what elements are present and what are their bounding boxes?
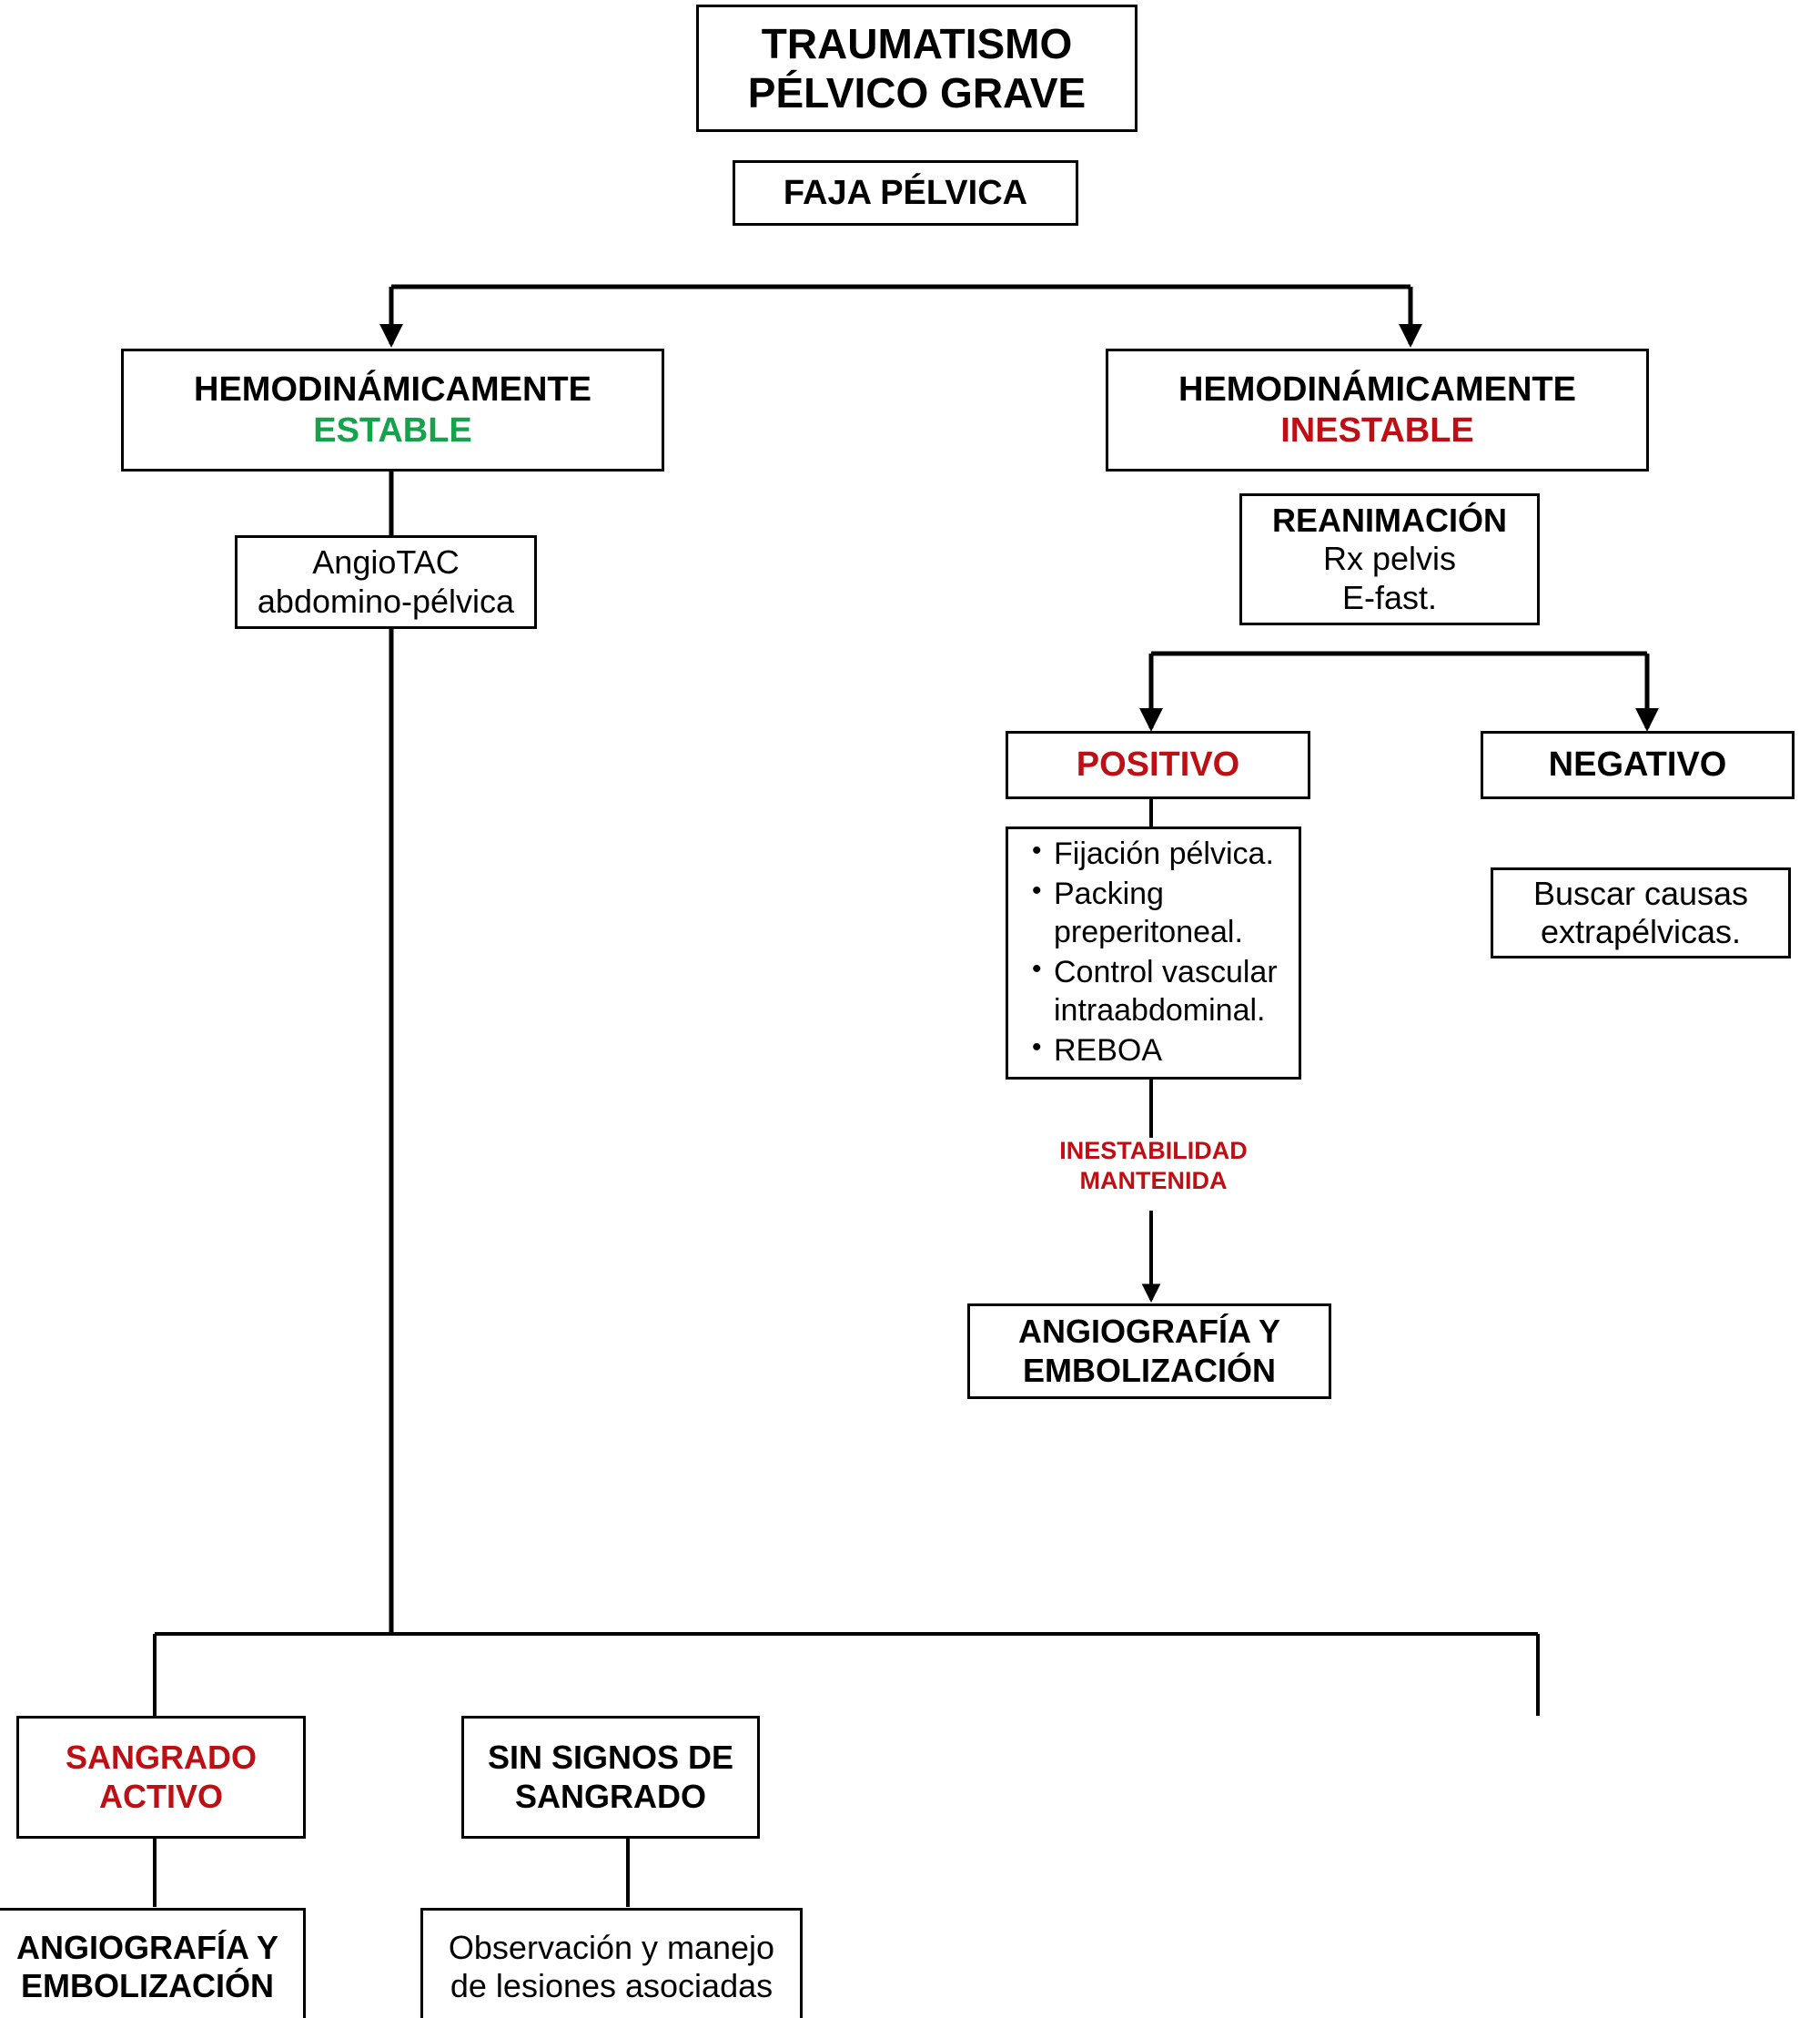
node-measures-list[interactable]: Fijación pélvica. Packing preperitoneal.…	[1006, 826, 1301, 1080]
node-angiotac-abdomino-pelvica[interactable]: AngioTAC abdomino-pélvica	[235, 535, 537, 629]
node-line: REANIMACIÓN	[1272, 501, 1507, 539]
node-line: SANGRADO	[65, 1739, 257, 1777]
node-line: Rx pelvis	[1322, 540, 1457, 578]
node-line: TRAUMATISMO	[761, 19, 1073, 67]
node-sangrado-activo[interactable]: SANGRADO ACTIVO	[16, 1716, 306, 1839]
list-item: Packing preperitoneal.	[1032, 874, 1313, 951]
node-line: de lesiones asociadas	[450, 1967, 774, 2004]
node-line: ACTIVO	[98, 1777, 223, 1815]
node-line: NEGATIVO	[1548, 745, 1727, 785]
node-line: FAJA PÉLVICA	[783, 173, 1028, 212]
node-line: Observación y manejo	[448, 1928, 775, 1966]
node-buscar-causas-extrapelvicas[interactable]: Buscar causas extrapélvicas.	[1491, 867, 1791, 958]
node-reanimacion[interactable]: REANIMACIÓN Rx pelvis E-fast.	[1239, 493, 1540, 625]
node-line: EMBOLIZACIÓN	[1023, 1351, 1276, 1389]
node-line: abdomino-pélvica	[257, 582, 515, 620]
node-line: E-fast.	[1341, 578, 1438, 616]
status-inestable: INESTABLE	[1280, 411, 1474, 450]
node-line: SIN SIGNOS DE	[487, 1739, 734, 1777]
node-line: Buscar causas	[1532, 874, 1749, 912]
status-estable: ESTABLE	[313, 411, 472, 450]
node-observacion-manejo[interactable]: Observación y manejo de lesiones asociad…	[420, 1908, 803, 2018]
node-traumatismo-pelvico-grave[interactable]: TRAUMATISMO PÉLVICO GRAVE	[696, 5, 1138, 132]
node-line: EMBOLIZACIÓN	[21, 1967, 274, 2004]
node-line: HEMODINÁMICAMENTE	[194, 370, 592, 409]
label-inestabilidad-mantenida: INESTABILIDAD MANTENIDA	[1006, 1136, 1301, 1197]
node-sin-signos-de-sangrado[interactable]: SIN SIGNOS DE SANGRADO	[461, 1716, 760, 1839]
label-line: INESTABILIDAD	[1059, 1137, 1248, 1164]
list-item: Fijación pélvica.	[1032, 834, 1313, 873]
node-line: SANGRADO	[514, 1777, 706, 1815]
list-item: Control vascular intraabdominal.	[1032, 952, 1313, 1029]
list-item: REBOA	[1032, 1030, 1313, 1070]
node-line: PÉLVICO GRAVE	[747, 69, 1087, 117]
node-positivo[interactable]: POSITIVO	[1006, 731, 1310, 799]
node-hemodinamicamente-inestable[interactable]: HEMODINÁMICAMENTE INESTABLE	[1106, 349, 1649, 472]
node-line: HEMODINÁMICAMENTE	[1178, 370, 1576, 409]
measures-list: Fijación pélvica. Packing preperitoneal.…	[1030, 834, 1313, 1072]
node-line: AngioTAC	[312, 543, 460, 582]
node-angiografia-embolizacion-left[interactable]: ANGIOGRAFÍA Y EMBOLIZACIÓN	[0, 1908, 306, 2018]
label-line: MANTENIDA	[1079, 1167, 1228, 1195]
node-line: POSITIVO	[1076, 745, 1240, 785]
node-line: ANGIOGRAFÍA Y	[15, 1928, 279, 1966]
node-hemodinamicamente-estable[interactable]: HEMODINÁMICAMENTE ESTABLE	[121, 349, 664, 472]
node-negativo[interactable]: NEGATIVO	[1481, 731, 1795, 799]
node-faja-pelvica[interactable]: FAJA PÉLVICA	[733, 160, 1078, 226]
node-line: extrapélvicas.	[1540, 913, 1742, 950]
node-line: ANGIOGRAFÍA Y	[1017, 1313, 1281, 1351]
node-angiografia-embolizacion-right[interactable]: ANGIOGRAFÍA Y EMBOLIZACIÓN	[967, 1303, 1331, 1399]
